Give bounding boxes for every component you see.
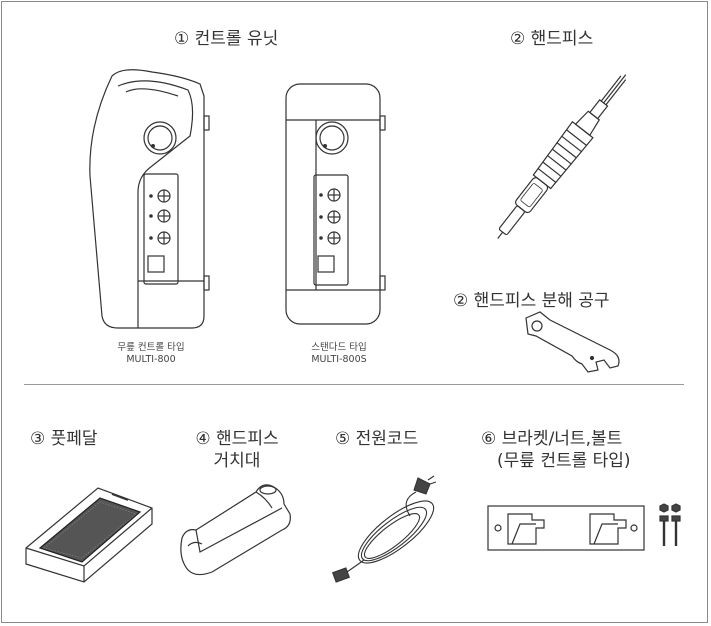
foot-pedal-image [25, 487, 153, 583]
control-unit-title: ① 컨트롤 유닛 [174, 29, 279, 49]
knee-type-model: MULTI-800 [126, 354, 176, 365]
standard-type-label: 스탠다드 타입 [311, 342, 367, 353]
handpiece-title: ② 핸드피스 [510, 29, 594, 49]
handpiece-tool-title: ② 핸드피스 분해 공구 [453, 291, 610, 311]
holder-title-line1: ④ 핸드피스 [195, 429, 279, 449]
foot-pedal-title: ③ 풋페달 [30, 429, 98, 449]
holder-title-line2: 거치대 [213, 451, 261, 471]
power-cord-title: ⑤ 전원코드 [335, 429, 419, 449]
handpiece-image [497, 74, 627, 239]
standard-control-unit-image [285, 83, 386, 325]
bracket-title-line2: (무릎 컨트롤 타입) [497, 451, 631, 471]
knee-type-label: 무릎 컨트롤 타입 [117, 342, 185, 353]
power-cord-image [332, 475, 437, 583]
standard-type-model: MULTI-800S [311, 354, 367, 365]
bracket-title-line1: ⑥ 브라켓/너트,볼트 [481, 429, 623, 449]
knee-control-unit-image [89, 69, 210, 329]
section-divider [24, 384, 684, 385]
disassembly-tool-image [525, 311, 620, 373]
bracket-image [487, 503, 681, 551]
handpiece-holder-image [180, 484, 291, 576]
